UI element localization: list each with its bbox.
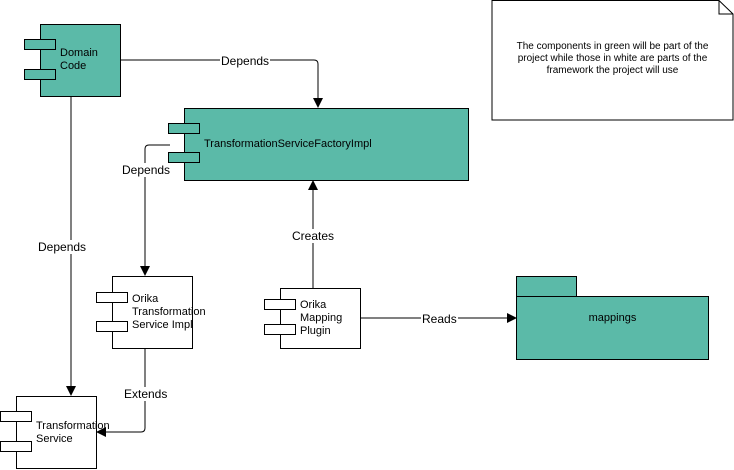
component-domain-code[interactable] [40,24,121,97]
component-tab-bottom [264,324,296,335]
edge-orika-impl-to-service [96,349,146,437]
component-factory-impl[interactable] [184,108,469,181]
component-label-transformation-service: Transformation Service [36,420,110,445]
component-label-orika-plugin: Orika Mapping Plugin [300,299,343,337]
edge-factory-to-orika-impl [140,144,170,276]
component-tab-top [0,411,32,422]
edge-label-depends: Depends [37,240,88,254]
component-orika-plugin[interactable] [280,288,361,349]
package-label-mappings: mappings [588,312,637,324]
edge-label-extends: Extends [123,387,169,401]
note-shape [491,0,734,121]
component-tab-top [96,292,128,303]
note-text: The components in green will be part of … [516,41,709,76]
component-orika-service-impl[interactable] [112,276,193,349]
note: The components in green will be part of … [492,0,733,120]
component-tab-top [24,39,56,50]
component-label-orika-service-impl: Orika Transformation Service Impl [132,293,206,331]
component-transformation-service[interactable] [16,396,97,469]
package-mappings-tab [516,276,577,297]
component-tab-bottom [168,152,200,163]
component-tab-bottom [24,69,56,80]
edge-label-reads: Reads [421,312,458,326]
component-label-domain-code: Domain Code [60,47,98,72]
edge-label-creates: Creates [291,229,336,243]
note-fold [718,0,733,15]
edge-domain-to-factory [120,59,323,108]
package-mappings[interactable] [516,296,709,360]
component-tab-top [168,123,200,134]
component-tab-bottom [0,441,32,452]
edge-label-depends: Depends [121,163,172,177]
component-label-factory-impl: TransformationServiceFactoryImpl [204,138,372,150]
component-tab-bottom [96,321,128,332]
edge-label-depends: Depends [220,54,271,68]
component-tab-top [264,299,296,310]
